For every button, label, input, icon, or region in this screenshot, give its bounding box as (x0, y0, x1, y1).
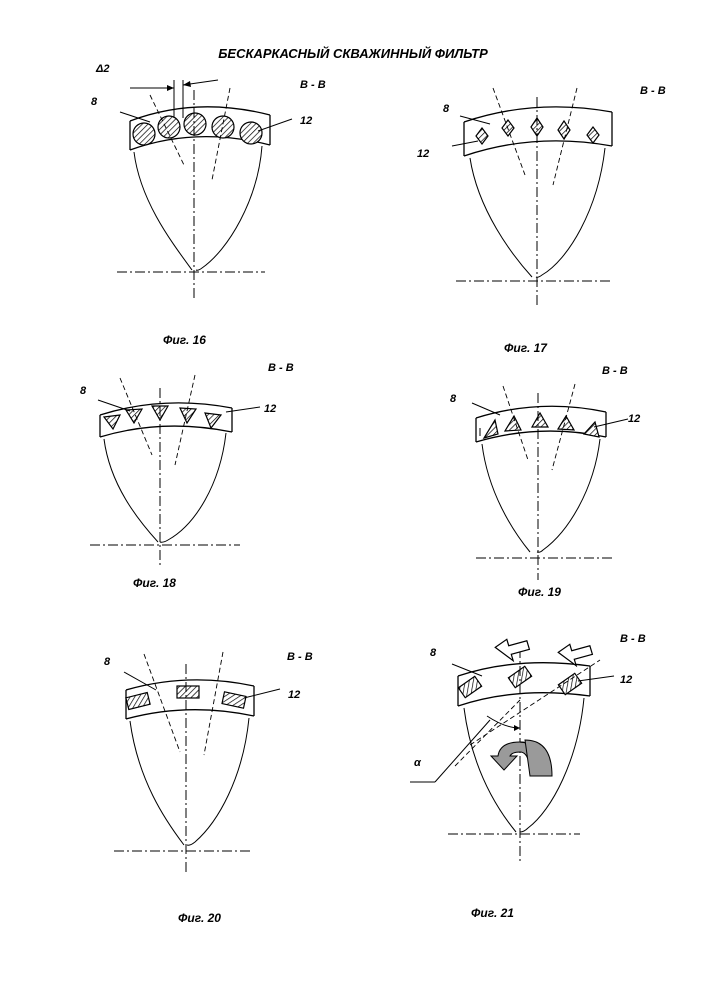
label-12: 12 (628, 413, 640, 425)
filter-element (584, 422, 599, 437)
alpha-leader (435, 720, 490, 782)
inner-ring-arc (464, 141, 612, 156)
inner-ring-arc (458, 693, 590, 706)
well-wall-left (470, 158, 532, 277)
filter-element (180, 408, 196, 423)
section-label: В - В (620, 633, 646, 645)
leader-line-8 (98, 400, 130, 411)
filter-element (587, 127, 599, 143)
figure-19: 8 12 В - В Фиг. 19 (450, 365, 640, 599)
well-wall-left (482, 444, 530, 552)
section-label: В - В (268, 362, 294, 374)
flow-arrow-icon (493, 636, 530, 664)
filter-element (476, 128, 488, 144)
figure-21: 8 12 В - В α Фиг. 21 (410, 633, 646, 920)
dashed-section-line (553, 88, 577, 185)
leader-line-12 (594, 419, 628, 427)
section-label: В - В (300, 79, 326, 91)
filter-element (205, 413, 221, 428)
filter-element (126, 693, 150, 710)
filter-element (133, 123, 155, 145)
label-8: 8 (430, 647, 437, 659)
well-wall-right (537, 439, 600, 552)
figure-17: 8 12 В - В Фиг. 17 (417, 85, 666, 355)
arrowhead (514, 725, 520, 731)
figure-caption: Фиг. 18 (133, 576, 176, 590)
leader-line-12 (244, 689, 280, 698)
arrowhead (167, 85, 174, 91)
label-8: 8 (91, 96, 98, 108)
inner-ring-arc (126, 710, 254, 719)
label-12: 12 (417, 148, 429, 160)
filter-element (458, 676, 481, 697)
well-wall-right (196, 146, 262, 270)
label-8: 8 (450, 393, 457, 405)
flow-arrow-icon (556, 641, 593, 669)
label-12: 12 (620, 674, 632, 686)
filter-element (222, 692, 246, 708)
label-8: 8 (443, 103, 450, 115)
well-wall-left (134, 152, 192, 270)
leader-line-12 (452, 141, 478, 146)
dashed-section-line (204, 652, 223, 755)
angle-label: α (414, 757, 422, 769)
label-8: 8 (80, 385, 87, 397)
figure-16: Δ2 8 12 В - В Фиг. 16 (91, 63, 326, 347)
section-label: В - В (640, 85, 666, 97)
label-12: 12 (264, 403, 276, 415)
figure-caption: Фиг. 20 (178, 911, 221, 925)
figure-caption: Фиг. 19 (518, 585, 561, 599)
filter-element (184, 113, 206, 135)
well-wall-right (536, 148, 605, 277)
figure-caption: Фиг. 17 (504, 341, 548, 355)
filter-element (212, 116, 234, 138)
inner-ring-arc (100, 426, 232, 437)
figure-caption: Фиг. 16 (163, 333, 206, 347)
dashed-section-line (120, 378, 152, 455)
section-label: В - В (287, 651, 313, 663)
well-wall-right (187, 718, 249, 845)
leader-line-8 (472, 403, 500, 415)
filter-element (484, 420, 498, 438)
label-12: 12 (300, 115, 312, 127)
filter-elements (484, 413, 599, 438)
figure-20: 8 12 В - В Фиг. 20 (104, 651, 313, 925)
leader-line-8 (124, 672, 156, 690)
leader-line-8 (120, 112, 150, 122)
filter-elements (133, 113, 262, 145)
rotation-arrow-body (525, 740, 552, 776)
page-title: БЕСКАРКАСНЫЙ СКВАЖИННЫЙ ФИЛЬТР (218, 45, 488, 61)
figure-caption: Фиг. 21 (471, 906, 514, 920)
dashed-section-line (470, 660, 600, 745)
leader-line-12 (578, 676, 614, 681)
leader-line-12 (258, 119, 292, 131)
well-wall-right (160, 433, 226, 542)
label-8: 8 (104, 656, 111, 668)
arrowhead (183, 81, 191, 87)
filter-element (104, 415, 120, 429)
filter-element (240, 122, 262, 144)
figure-18: 8 12 В - В Фиг. 18 (80, 362, 294, 590)
section-label: В - В (602, 365, 628, 377)
gap-label: Δ2 (95, 63, 110, 75)
filter-element (532, 413, 548, 427)
well-wall-left (104, 439, 158, 542)
label-12: 12 (288, 689, 300, 701)
filter-element (177, 686, 199, 698)
filter-element (558, 673, 581, 694)
filter-element (505, 416, 521, 431)
